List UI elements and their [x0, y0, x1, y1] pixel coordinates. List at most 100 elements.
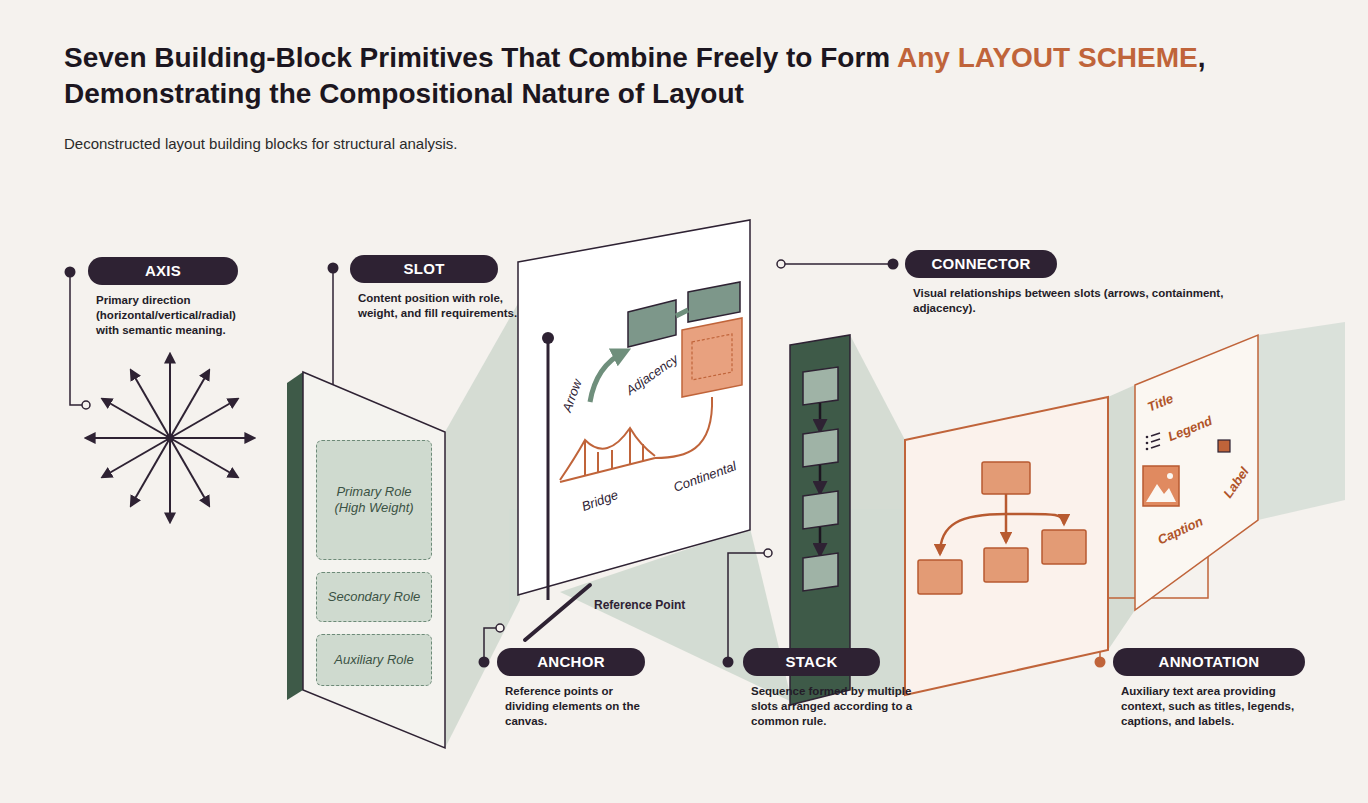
bridge-cable — [560, 428, 655, 480]
tree-link — [1006, 514, 1064, 524]
leader-dot — [479, 657, 490, 668]
primitive-name: ANNOTATION — [1113, 648, 1305, 676]
axis-arrow — [170, 438, 209, 506]
stack-item — [803, 429, 838, 467]
slot-block — [628, 300, 676, 347]
legend-dot — [1146, 442, 1149, 445]
tree-link — [1005, 514, 1008, 542]
stack-item — [803, 491, 838, 529]
leader-end — [777, 260, 785, 268]
primitive-callout: STACK Sequence formed by multiple slots a… — [743, 648, 941, 729]
title-space — [688, 42, 696, 73]
leader-lines — [70, 264, 893, 662]
primitive-name: AXIS — [88, 257, 238, 285]
tree-box — [984, 548, 1028, 582]
leader-end — [764, 549, 772, 557]
title-highlight: LAYOUT — [958, 42, 1071, 73]
slot-box: Primary Role (High Weight) — [316, 440, 432, 560]
title-space — [812, 42, 820, 73]
title-part: Building-Block — [154, 42, 352, 73]
title-space — [311, 78, 319, 109]
legend-line — [1151, 433, 1160, 436]
title-part: Primitives — [360, 42, 494, 73]
adjacency-link — [676, 310, 688, 316]
title-part: Form — [820, 42, 890, 73]
plane — [445, 300, 520, 748]
legend-icon — [1151, 433, 1160, 448]
axis-symbol — [86, 354, 254, 522]
shadow-plane — [1258, 322, 1345, 520]
axis-arrow — [86, 437, 170, 439]
title-part: Combine — [568, 42, 688, 73]
title-space — [514, 78, 522, 109]
bridge-deck — [560, 458, 655, 482]
legend-dot — [1146, 448, 1149, 451]
title-part: That — [501, 42, 560, 73]
bridge-hanger — [611, 450, 613, 469]
title-part: , — [1198, 42, 1206, 73]
tree-links — [940, 494, 1064, 554]
title-space — [890, 42, 897, 73]
axis-center — [166, 434, 174, 442]
legend-line — [1151, 445, 1160, 448]
title-part: Layout — [652, 78, 744, 109]
title-space — [610, 78, 618, 109]
title-part: Demonstrating — [64, 78, 262, 109]
title-space — [493, 42, 501, 73]
anchor-label: Reference Point — [594, 598, 685, 612]
slot-role: Auxiliary Role — [334, 652, 413, 668]
tree-link — [1005, 494, 1008, 514]
title-part: of — [618, 78, 644, 109]
stack-item — [803, 553, 838, 591]
stack-items — [803, 367, 838, 591]
leader-line — [785, 263, 893, 265]
continental-link — [655, 397, 712, 458]
title-space — [1070, 42, 1078, 73]
axis-arrow — [169, 354, 171, 438]
panel-side — [287, 372, 303, 700]
tree-box — [982, 462, 1030, 494]
plane — [850, 335, 905, 695]
title-highlight: Any — [897, 42, 950, 73]
bridge-tower — [629, 428, 631, 464]
primitive-name: STACK — [743, 648, 880, 676]
hierarchy-panel — [905, 397, 1108, 695]
annotation-panel — [1135, 335, 1258, 610]
title-space — [950, 42, 958, 73]
axis-arrow — [170, 437, 254, 439]
primitive-callout: AXISPrimary direction (horizontal/vertic… — [88, 257, 256, 338]
anchor-point — [542, 332, 554, 344]
leader-dot — [723, 657, 734, 668]
axis-arrow — [170, 399, 238, 438]
title-part: Compositional — [319, 78, 513, 109]
axis-arrow — [102, 438, 170, 477]
primitive-name: CONNECTOR — [905, 250, 1057, 278]
primitive-name: SLOT — [350, 255, 498, 283]
primitive-callout: SLOTContent position with role, weight, … — [350, 255, 528, 321]
slot-box: Auxiliary Role — [316, 634, 432, 686]
stack-arrow — [819, 403, 822, 431]
tree-box — [1042, 530, 1086, 564]
anchor-bar — [525, 585, 590, 640]
anchor-post — [547, 338, 550, 600]
axis-arrow — [169, 438, 171, 522]
leader-line — [332, 268, 334, 401]
stack-item — [803, 367, 838, 405]
projection-planes — [445, 300, 1135, 748]
primitive-callout: ANCHORReference points or dividing eleme… — [497, 648, 645, 729]
title-space — [352, 42, 360, 73]
title-highlight: SCHEME — [1078, 42, 1198, 73]
contained-slot — [692, 334, 732, 380]
leader-dot — [888, 259, 899, 270]
primitive-description: Sequence formed by multiple slots arrang… — [751, 684, 941, 729]
title-part: Freely — [696, 42, 779, 73]
primitive-description: Reference points or dividing elements on… — [505, 684, 645, 729]
bridge-symbol — [560, 428, 655, 482]
arrow-sample — [590, 352, 624, 402]
image-mountain — [1146, 484, 1176, 502]
title-space — [644, 78, 652, 109]
leader-dot — [1095, 657, 1106, 668]
slot-box: Secondary Role — [316, 572, 432, 622]
image-icon — [1143, 466, 1179, 506]
